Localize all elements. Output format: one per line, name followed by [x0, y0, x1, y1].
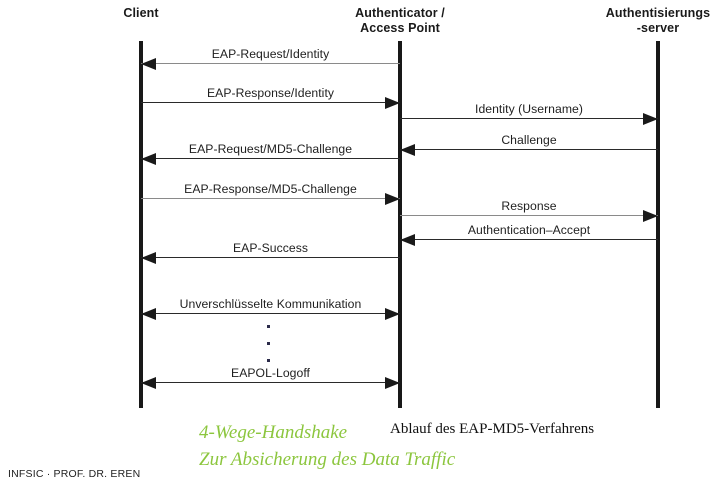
arrowhead-left-icon — [141, 307, 156, 320]
message-line — [141, 257, 400, 258]
message-line — [400, 239, 658, 240]
message-eap-request-identity: EAP-Request/Identity — [141, 34, 400, 70]
message-label: EAP-Request/MD5-Challenge — [188, 142, 353, 156]
arrowhead-right-icon — [385, 96, 400, 109]
ellipsis-dot — [266, 359, 270, 362]
message-line — [141, 63, 400, 64]
arrowhead-left-icon — [141, 376, 156, 389]
lifeline-authentication-server — [656, 41, 660, 408]
actor-header-authentication-server: Authentisierungs -server — [605, 6, 711, 35]
message-label: Response — [501, 199, 557, 213]
lifeline-client — [139, 41, 143, 408]
lifeline-authenticator — [398, 41, 402, 408]
message-label: Challenge — [501, 133, 557, 147]
message-label: EAP-Success — [232, 241, 309, 255]
message-line — [141, 158, 400, 159]
message-line — [141, 198, 400, 199]
ellipsis-dot — [266, 342, 270, 345]
arrowhead-left-icon — [400, 233, 415, 246]
arrowhead-right-icon — [643, 112, 658, 125]
message-eap-success: EAP-Success — [141, 228, 400, 264]
arrowhead-right-icon — [643, 209, 658, 222]
actor-header-client: Client — [123, 6, 159, 20]
message-eap-request-md5-challenge: EAP-Request/MD5-Challenge — [141, 129, 400, 165]
message-label: EAP-Response/Identity — [206, 86, 335, 100]
message-unverschluesselte-kommunikation: Unverschlüsselte Kommunikation — [141, 284, 400, 320]
caption-green-line-2: Zur Absicherung des Data Traffic — [199, 449, 456, 470]
message-authentication-accept: Authentication–Accept — [400, 210, 658, 246]
arrowhead-left-icon — [141, 152, 156, 165]
message-label: Authentication–Accept — [467, 223, 591, 237]
message-line — [141, 313, 400, 314]
arrowhead-right-icon — [385, 192, 400, 205]
arrowhead-left-icon — [141, 57, 156, 70]
caption-green-line-1: 4-Wege-Handshake — [199, 422, 348, 443]
message-line — [141, 102, 400, 103]
message-label: Identity (Username) — [475, 102, 583, 116]
message-line — [141, 382, 400, 383]
message-challenge: Challenge — [400, 120, 658, 156]
message-line — [400, 149, 658, 150]
message-eap-response-identity: EAP-Response/Identity — [141, 73, 400, 109]
message-label: EAP-Request/Identity — [211, 47, 330, 61]
ellipsis-dot — [266, 325, 270, 328]
message-identity-username: Identity (Username) — [400, 89, 658, 125]
message-label: EAPOL-Logoff — [231, 366, 310, 380]
message-label: EAP-Response/MD5-Challenge — [184, 182, 357, 196]
message-line — [400, 215, 658, 216]
message-eapol-logoff: EAPOL-Logoff — [141, 353, 400, 389]
message-eap-response-md5-challenge: EAP-Response/MD5-Challenge — [141, 169, 400, 205]
message-label: Unverschlüsselte Kommunikation — [179, 297, 362, 311]
footer-credit: INFSIC · PROF. DR. EREN — [8, 468, 141, 480]
actor-header-authenticator: Authenticator / Access Point — [355, 6, 445, 35]
arrowhead-right-icon — [385, 376, 400, 389]
vertical-ellipsis-icon — [263, 325, 273, 376]
arrowhead-right-icon — [385, 307, 400, 320]
arrowhead-left-icon — [400, 143, 415, 156]
message-line — [400, 118, 658, 119]
diagram-title-caption: Ablauf des EAP-MD5-Verfahrens — [390, 421, 595, 437]
message-response: Response — [400, 186, 658, 222]
arrowhead-left-icon — [141, 251, 156, 264]
